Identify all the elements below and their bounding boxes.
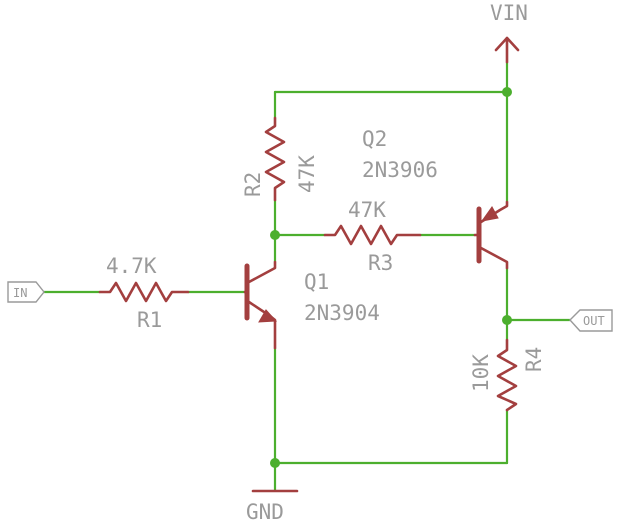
transistor-q1-name: Q1 — [304, 270, 329, 294]
q1-emitter-lead — [247, 300, 277, 350]
resistor-r3-name: R3 — [368, 251, 393, 275]
gnd-label: GND — [246, 500, 284, 524]
resistor-r3-value: 47K — [348, 198, 386, 222]
resistor-r4: 10K R4 — [469, 338, 546, 412]
output-port-flag-icon — [569, 309, 613, 332]
transistor-q1-part: 2N3904 — [304, 301, 380, 325]
input-port-flag-icon — [7, 281, 45, 303]
resistor-r4-value: 10K — [469, 354, 493, 392]
resistor-r2-value: 47K — [295, 155, 319, 193]
resistor-r1-value: 4.7K — [106, 254, 157, 278]
junction-vin — [502, 87, 512, 97]
resistor-r4-zigzag-icon — [496, 338, 518, 412]
resistor-r3-zigzag-icon — [323, 224, 422, 246]
resistor-r1-name: R1 — [137, 308, 162, 332]
vin-label: VIN — [490, 1, 528, 25]
input-port-label: IN — [13, 286, 27, 300]
vin-supply-symbol: VIN — [490, 1, 528, 64]
resistor-r1: 4.7K R1 — [98, 254, 190, 332]
q2-emitter-arrow-icon — [480, 206, 499, 222]
transistor-q2-name: Q2 — [362, 127, 387, 151]
input-port: IN — [7, 281, 45, 303]
junction-gnd — [270, 458, 280, 468]
junction-r2-q1 — [270, 230, 280, 240]
output-port-label: OUT — [583, 314, 605, 328]
q1-emitter-arrow-icon — [258, 309, 278, 323]
resistor-r3: 47K R3 — [323, 198, 422, 275]
q2-collector-lead — [479, 246, 509, 270]
resistor-r2-zigzag-icon — [264, 116, 286, 202]
resistor-r2: R2 47K — [241, 116, 319, 202]
resistor-r1-zigzag-icon — [98, 281, 190, 303]
resistor-r4-name: R4 — [522, 347, 546, 372]
junction-out — [502, 315, 512, 325]
transistor-q1: Q1 2N3904 — [243, 260, 380, 350]
gnd-symbol: GND — [246, 489, 299, 524]
transistor-q2-part: 2N3906 — [362, 158, 438, 182]
output-port: OUT — [569, 309, 613, 332]
q1-collector-lead — [247, 260, 277, 284]
resistor-r2-name: R2 — [241, 172, 265, 197]
transistor-q2: Q2 2N3906 — [362, 127, 509, 270]
junctions — [270, 87, 512, 468]
